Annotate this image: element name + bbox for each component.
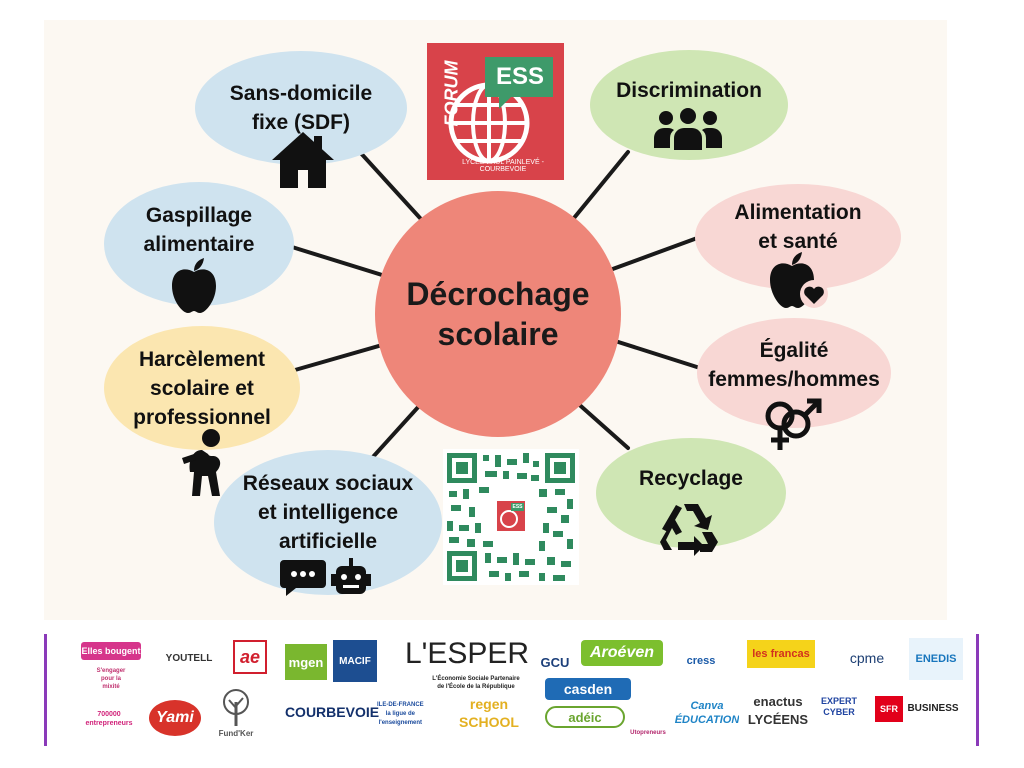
sponsor-logos: Elles bougent S'engager pour la mixité Y… [44, 634, 979, 746]
sponsor-adeic: adéic [545, 706, 625, 728]
sponsor-canva-education: Canva ÉDUCATION [675, 700, 739, 726]
sponsor-expert-cyber: EXPERT CYBER [820, 696, 857, 717]
chat-robot-icon [280, 558, 371, 596]
connector-gaspillage [290, 245, 384, 277]
connector-egalite [610, 338, 702, 370]
topic-harcelement-label: Harcèlement scolaire et professionnel [133, 347, 271, 429]
group-icon [654, 108, 722, 150]
topic-discrimination-label: Discrimination [616, 78, 762, 102]
connector-reseaux [370, 403, 422, 460]
topic-reseaux: Réseaux sociaux et intelligence artifici… [214, 450, 442, 595]
sponsor-cpme: cpme [849, 650, 885, 666]
sponsor-casden: casden [545, 678, 631, 700]
sponsor-engager-mixite: S'engager pour la mixité [96, 668, 126, 690]
sponsor-youtell: YOUTELL [165, 652, 213, 664]
sponsor-mgen: mgen [285, 644, 327, 680]
gender-icon [765, 398, 822, 450]
sad-person-icon [182, 429, 221, 496]
sponsor-sfr: SFR [875, 696, 903, 722]
sponsor-ligue-enseignement: ILE-DE-FRANCE la ligue de l'enseignement [377, 701, 424, 726]
sponsor-aroeven: Aroéven [581, 640, 663, 666]
topic-egalite: Égalité femmes/hommes [697, 318, 891, 428]
topic-alimentation-label: Alimentation et santé [734, 201, 862, 253]
topic-egalite-label: Égalité femmes/hommes [708, 339, 880, 391]
sponsor-cress: cress [686, 655, 716, 667]
connector-harcelement [293, 343, 384, 372]
connector-sdf [356, 148, 422, 220]
topic-discrimination: Discrimination [590, 50, 788, 160]
sponsor-fundker: Fund'Ker [218, 728, 254, 738]
topic-sdf: Sans-domicile fixe (SDF) [195, 51, 407, 165]
forum-logo-arc-text: LYCÉE PAUL PAINLEVÉ - COURBEVOIE [462, 159, 544, 173]
recycle-icon [660, 504, 718, 556]
sponsor-regen-school: regen SCHOOL [459, 696, 519, 730]
topic-gaspillage-label: Gaspillage alimentaire [143, 204, 255, 256]
house-icon [272, 132, 334, 188]
center-topic: Décrochage scolaire [375, 191, 621, 437]
sponsor-lesper: L'ESPER [404, 637, 530, 670]
topic-harcelement: Harcèlement scolaire et professionnel [104, 326, 300, 450]
connector-discrimination [572, 150, 630, 220]
forum-logo-vertical-text: FORUM [441, 60, 462, 127]
forum-logo-title: ESS [495, 63, 545, 90]
apple-heart-icon [770, 252, 828, 308]
sponsor-700000: 700000 entrepreneurs [85, 711, 133, 727]
qr-code[interactable]: ESS [443, 449, 579, 585]
connector-recyclage [572, 398, 630, 450]
topic-recyclage: Recyclage [596, 438, 786, 548]
sponsor-elles-bougent: Elles bougent [81, 642, 141, 660]
connector-alimentation [608, 235, 702, 272]
sponsor-enactus: enactus LYCÉENS [747, 694, 809, 727]
apple-icon [172, 258, 216, 313]
topic-sdf-label: Sans-domicile fixe (SDF) [229, 82, 373, 134]
sponsor-enedis: ENEDIS [909, 638, 963, 680]
sponsor-ae: ae [233, 640, 267, 674]
sponsor-lesper-tagline: L'Économie Sociale Partenaire de l'École… [432, 676, 520, 690]
forum-ess-logo: ESS FORUM LYCÉE PAUL PAINLEVÉ - COURBEVO… [427, 43, 564, 180]
sponsor-macif: MACIF [333, 640, 377, 682]
sponsor-francas: les francas [747, 640, 815, 668]
sponsor-courbevoie: COURBEVOIE [285, 704, 379, 720]
topic-recyclage-label: Recyclage [639, 466, 743, 490]
sponsor-yami: Yami [149, 700, 201, 736]
tree-icon [223, 689, 249, 726]
sponsor-sfr-business: BUSINESS [907, 702, 959, 714]
topic-alimentation: Alimentation et santé [695, 184, 901, 290]
sponsor-gcu: GCU [540, 654, 570, 670]
topic-reseaux-label: Réseaux sociaux et intelligence artifici… [242, 472, 414, 553]
sponsor-utopreneurs: Utopreneurs [630, 730, 666, 736]
qr-badge-text: ESS [512, 504, 523, 510]
